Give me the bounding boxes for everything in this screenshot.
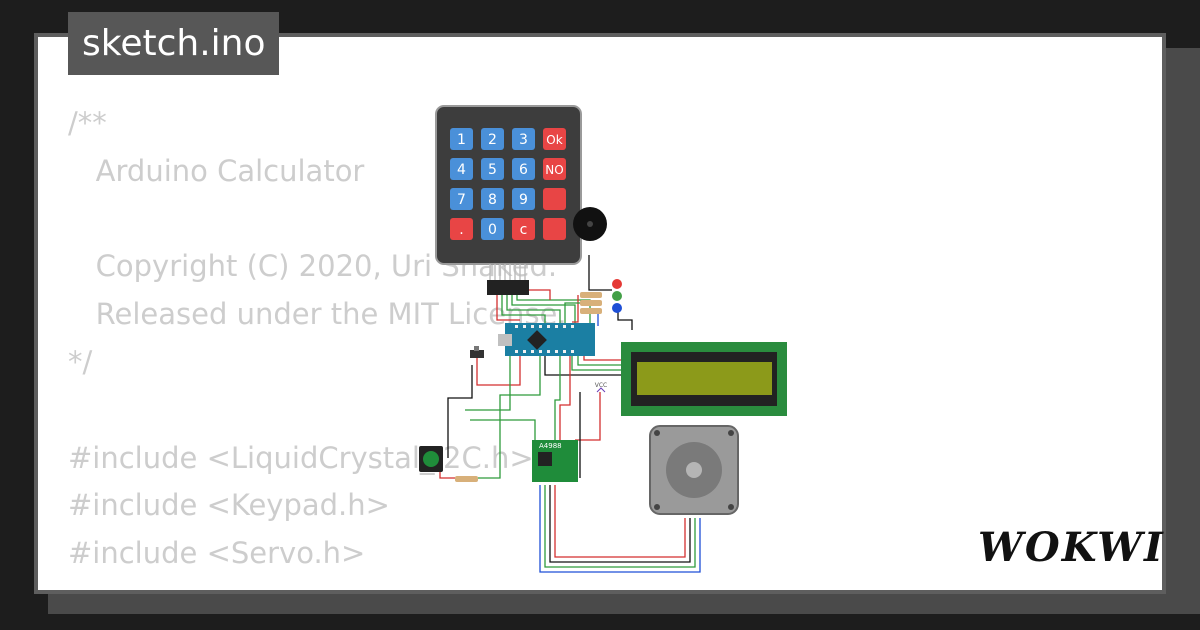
keypad-key [512,158,535,180]
code-line: /** [68,106,107,140]
resistor [455,476,478,482]
keypad-key [543,188,566,210]
keypad-key [450,218,473,240]
code-line: #include <LiquidCrystal_I2C.h> [68,440,534,475]
code-line: #include <Servo.h> [68,536,366,571]
keypad-key [512,128,535,150]
code-line: Arduino Calculator [68,153,365,188]
keypad-key [543,128,566,150]
keypad-key [450,128,473,150]
slide-switch [470,346,484,358]
keypad-key [481,188,504,210]
keypad-key-label: Ok [546,133,562,147]
wokwi-logo: WOKWI [978,524,1165,571]
keypad: 1 2 3 Ok 4 5 6 NO 7 8 9. 0 c [435,105,582,295]
vcc-label: VCC [595,382,607,389]
keypad-key-label: 1 [457,132,466,148]
keypad-key-label: 7 [457,192,466,208]
keypad-key-label: 2 [488,132,497,148]
resistors-leds [580,279,622,314]
keypad-key-label: c [520,222,528,238]
a4988-driver: A4988 [532,440,578,482]
keypad-key [481,218,504,240]
keypad-key-label: 3 [519,132,528,148]
keypad-key [543,218,566,240]
keypad-key-label: 0 [488,222,497,238]
wires [439,255,701,573]
keypad-key [481,128,504,150]
keypad-key-label: NO [545,163,563,177]
keypad-key-label: 4 [457,162,466,178]
pushbutton [419,446,443,472]
lcd-1602 [621,342,787,416]
keypad-key-label: . [459,222,463,238]
stepper-motor [649,425,739,515]
keypad-key [481,158,504,180]
keypad-key-label: 8 [488,192,497,208]
keypad-key [450,158,473,180]
driver-label: A4988 [539,442,562,450]
file-tab[interactable]: sketch.ino [68,12,280,75]
keypad-key [512,188,535,210]
keypad-key [450,188,473,210]
file-tab-label: sketch.ino [82,23,266,64]
code-line: */ [68,344,93,379]
code-line: #include <Keypad.h> [68,488,390,523]
vcc-marker: VCC [595,382,607,393]
arduino-nano [498,323,595,356]
keypad-key-label: 9 [519,192,528,208]
keypad-key [512,218,535,240]
keypad-key-label: 6 [519,162,528,178]
code-editor: /** Arduino Calculator Copyright (C) 202… [68,100,567,578]
keypad-key [543,158,566,180]
keypad-key-label: 5 [488,162,497,178]
buzzer [573,207,607,241]
